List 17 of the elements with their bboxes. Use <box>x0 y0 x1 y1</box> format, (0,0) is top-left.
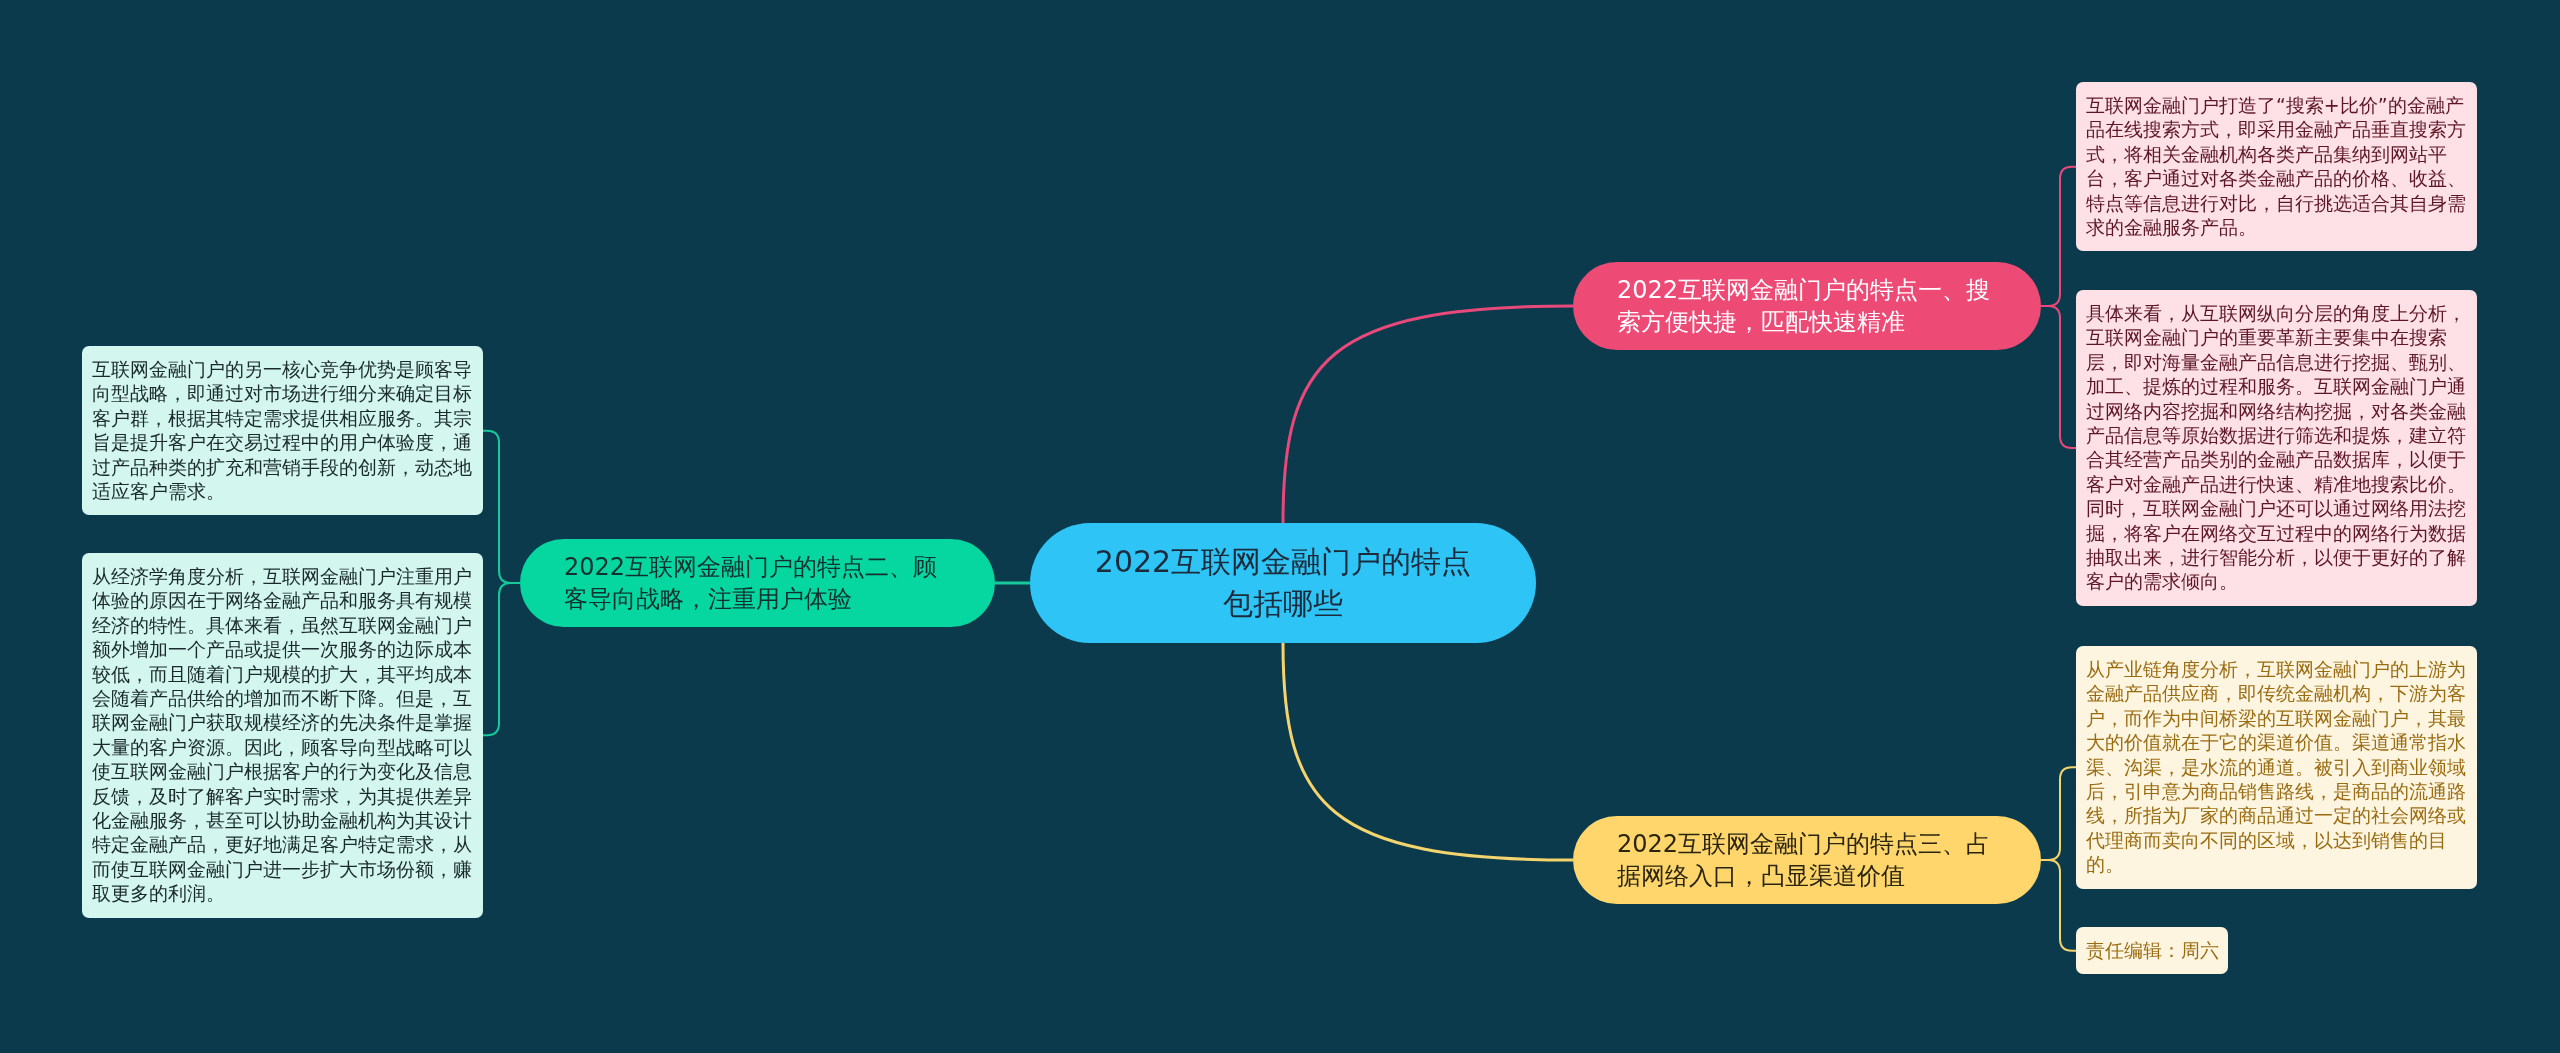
topic-text: 2022互联网金融门户的特点二、顾客导向战略，注重用户体验 <box>564 552 939 615</box>
branch-connector <box>2040 305 2077 449</box>
note-text: 互联网金融门户的另一核心竞争优势是顾客导向型战略，即通过对市场进行细分来确定目标客户群，根据其特定需求提供相应服务。其宗旨是提升客户在交易过程中的用户体验度，通过产品种类的扩充和营销手段的创新，动态地适应客户需求。 <box>92 357 473 504</box>
note-text: 从经济学角度分析，互联网金融门户注重用户体验的原因在于网络金融产品和服务具有规模经济的特性。具体来看，虽然互联网金融门户额外增加一个产品或提供一次服务的边际成本较低，而且随着门户规模的扩大，其平均成本会随着产品供给的增加而不断下降。但是，互联网金融门户获取规模经济的先决条件是掌握大量的客户资源。因此，顾客导向型战略可以使互联网金融门户根据客户的行为变化及信息反馈，及时了解客户实时需求，为其提供差异化金融服务，甚至可以协助金融机构为其设计特定金融产品，更好地满足客户特定需求，从而使互联网金融门户进一步扩大市场份额，赚取更多的利润。 <box>92 564 473 906</box>
branch-connector <box>995 581 1030 585</box>
topic-text: 2022互联网金融门户的特点包括哪些 <box>1093 543 1473 623</box>
note-text: 从产业链角度分析，互联网金融门户的上游为金融产品供应商，即传统金融机构，下游为客户，而作为中间桥梁的互联网金融门户，其最大的价值就在于它的渠道价值。渠道通常指水渠、沟渠，是水流的通道。被引入到商业领域后，引申意为商品销售路线，是商品的流通路线，所指为厂家的商品通过一定的社会网络或代理商而卖向不同的区域，以达到销售的目的。 <box>2086 657 2467 877</box>
branch-connector <box>1281 304 1574 524</box>
note-text: 具体来看，从互联网纵向分层的角度上分析，互联网金融门户的重要革新主要集中在搜索层，即对海量金融产品信息进行挖掘、甄别、加工、提炼的过程和服务。互联网金融门户通过网络内容挖掘和网络结构挖掘，对各类金融产品信息等原始数据进行筛选和提炼，建立符合其经营产品类别的金融产品数据库，以便于客户对金融产品进行快速、精准地搜索比价。同时，互联网金融门户还可以通过网络用法挖掘，将客户在网络交互过程中的网络行为数据抽取出来，进行智能分析，以便于更好的了解客户的需求倾向。 <box>2086 301 2467 594</box>
note-text: 互联网金融门户打造了“搜索+比价”的金融产品在线搜索方式，即采用金融产品垂直搜索方式，将相关金融机构各类产品集纳到网站平台，客户通过对各类金融产品的价格、收益、特点等信息进行对比，自行挑选适合其自身需求的金融服务产品。 <box>2086 93 2467 240</box>
note-card <box>2076 927 2228 975</box>
note-card <box>82 346 483 516</box>
topic-text: 2022互联网金融门户的特点三、占据网络入口，凸显渠道价值 <box>1617 829 1992 892</box>
note-card <box>2076 82 2477 252</box>
note-text: 责任编辑：周六 <box>2086 938 2219 963</box>
topic-text: 2022互联网金融门户的特点一、搜索方便快捷，匹配快速精准 <box>1617 275 1992 338</box>
branch-connector <box>1281 642 1574 862</box>
